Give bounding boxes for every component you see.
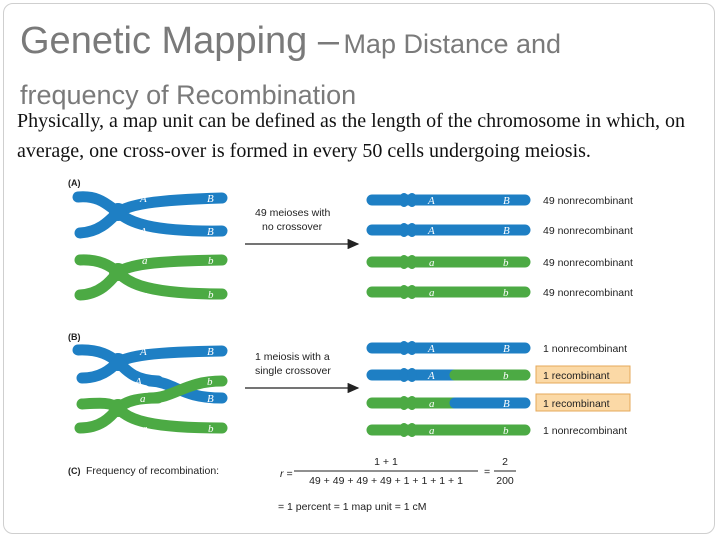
gene-label: A bbox=[427, 225, 435, 237]
panel-b-chromosome-pairs-crossover: A B A b a B a b bbox=[72, 344, 228, 435]
formula-r: r = bbox=[280, 468, 293, 480]
result-denominator: 200 bbox=[496, 475, 514, 487]
panel-a-arrow-text-2: no crossover bbox=[262, 221, 323, 233]
panel-a-green-chromosome-pair: a b a b bbox=[74, 254, 228, 301]
formula-denominator: 49 + 49 + 49 + 49 + 1 + 1 + 1 + 1 bbox=[309, 475, 463, 487]
gene-label: a bbox=[142, 255, 148, 267]
panel-a-result-4: 49 nonrecombinant bbox=[543, 287, 633, 299]
panel-b-arrow-text-1: 1 meiosis with a bbox=[255, 351, 330, 363]
panel-a-blue-chromosome-pair: A B A B bbox=[72, 191, 228, 239]
panel-b-arrow-text-2: single crossover bbox=[255, 365, 331, 377]
panel-a-result-3: 49 nonrecombinant bbox=[543, 257, 633, 269]
panel-a-result-chromosomes: A B A B a b a b bbox=[366, 193, 531, 299]
gene-label: a bbox=[140, 393, 146, 405]
gene-label: b bbox=[208, 423, 214, 435]
gene-label: b bbox=[503, 370, 509, 382]
title-sub-1: Map Distance and bbox=[343, 29, 562, 59]
gene-label: A bbox=[134, 376, 142, 388]
recombinant-highlight bbox=[535, 393, 631, 412]
panel-c-label: (C) bbox=[68, 466, 81, 476]
panel-b-result-2: 1 recombinant bbox=[543, 370, 610, 382]
gene-label: B bbox=[207, 226, 214, 238]
panel-b-result-chromosomes: A B A b a B a b bbox=[366, 341, 531, 437]
result-numerator: 2 bbox=[502, 456, 508, 468]
body-paragraph: Physically, a map unit can be defined as… bbox=[17, 110, 685, 162]
panel-b-result-3: 1 recombinant bbox=[543, 398, 610, 410]
panel-a-result-2: 49 nonrecombinant bbox=[543, 225, 633, 237]
panel-b-result-1: 1 nonrecombinant bbox=[543, 343, 627, 355]
gene-label: B bbox=[503, 195, 510, 207]
gene-label: b bbox=[208, 255, 214, 267]
gene-label: B bbox=[503, 398, 510, 410]
formula-equals: = bbox=[484, 466, 490, 478]
gene-label: A bbox=[427, 370, 435, 382]
gene-label: a bbox=[142, 423, 148, 435]
gene-label: a bbox=[429, 398, 435, 410]
panel-b-result-4: 1 nonrecombinant bbox=[543, 425, 627, 437]
gene-label: A bbox=[139, 193, 147, 205]
gene-label: B bbox=[503, 343, 510, 355]
formula-conclusion: = 1 percent = 1 map unit = 1 cM bbox=[278, 501, 427, 513]
panel-a-label: (A) bbox=[68, 178, 81, 188]
panel-a-arrow-text-1: 49 meioses with bbox=[255, 207, 330, 219]
gene-label: a bbox=[429, 287, 435, 299]
gene-label: a bbox=[142, 289, 148, 301]
panel-a-result-1: 49 nonrecombinant bbox=[543, 195, 633, 207]
gene-label: B bbox=[503, 225, 510, 237]
gene-label: A bbox=[427, 195, 435, 207]
title-sub-2: frequency of Recombination bbox=[20, 80, 357, 110]
formula-numerator: 1 + 1 bbox=[374, 456, 398, 468]
panel-b-label: (B) bbox=[68, 332, 81, 342]
title-main: Genetic Mapping – bbox=[20, 20, 339, 62]
gene-label: a bbox=[429, 425, 435, 437]
gene-label: b bbox=[503, 425, 509, 437]
gene-label: B bbox=[207, 393, 214, 405]
gene-label: b bbox=[208, 289, 214, 301]
gene-label: b bbox=[207, 376, 213, 388]
gene-label: A bbox=[139, 226, 147, 238]
gene-label: B bbox=[207, 193, 214, 205]
panel-c-caption: Frequency of recombination: bbox=[86, 465, 219, 477]
recombinant-highlight bbox=[535, 365, 631, 384]
slide-title: Genetic Mapping – Map Distance and frequ… bbox=[20, 18, 700, 123]
gene-label: A bbox=[139, 346, 147, 358]
gene-label: B bbox=[207, 346, 214, 358]
gene-label: A bbox=[427, 343, 435, 355]
gene-label: b bbox=[503, 287, 509, 299]
gene-label: a bbox=[429, 257, 435, 269]
gene-label: b bbox=[503, 257, 509, 269]
